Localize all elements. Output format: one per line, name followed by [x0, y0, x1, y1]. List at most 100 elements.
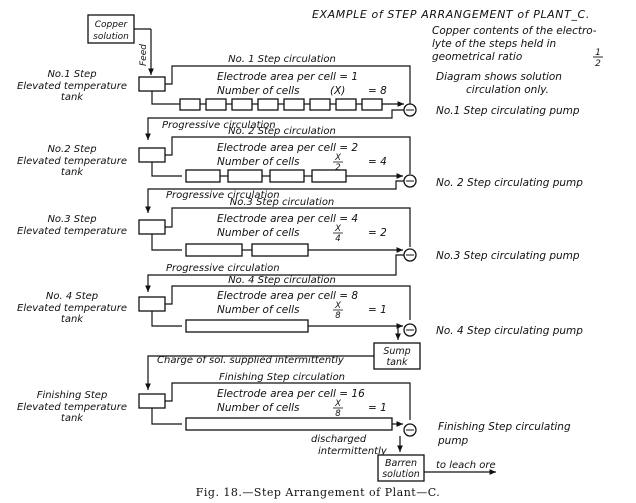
step-1-cells-fraction: (X)	[330, 85, 345, 97]
ratio-numerator: 1	[595, 48, 601, 58]
finishing-tank	[138, 393, 166, 409]
finishing-label-1: Finishing Step	[37, 390, 108, 401]
step-2-tank	[138, 147, 166, 163]
step-2-cells-denominator: 2	[335, 163, 340, 173]
discharged-label-1: discharged	[311, 434, 367, 445]
step-3-cell-inlet	[151, 234, 182, 251]
step-4-label-1: No. 4 Step	[46, 291, 98, 302]
step-1-return-line	[165, 65, 411, 104]
step-3-label-1: No.3 Step	[47, 214, 96, 225]
cell	[309, 98, 331, 111]
step-4-return-line	[165, 285, 411, 320]
cell	[251, 243, 309, 257]
step-4-area: Electrode area per cell = 8	[217, 290, 358, 302]
finishing-label-3: tank	[61, 413, 84, 424]
copper-solution-label-1: Copper	[95, 20, 129, 30]
step-2: No.2 Step Elevated temperature tank No. …	[17, 126, 583, 213]
step-2-return-line	[165, 136, 411, 174]
step-4-tank	[138, 296, 166, 312]
step-3: No.3 Step Elevated temperature No.3 Step…	[17, 197, 580, 292]
step-3-cells-label: Number of cells	[217, 227, 300, 239]
step-2-cells-numerator: X	[334, 153, 341, 163]
step-2-area: Electrode area per cell = 2	[217, 142, 358, 154]
step-3-return-line	[165, 207, 411, 247]
step-2-cells-label: Number of cells	[217, 156, 300, 168]
progressive-line-2	[145, 180, 404, 213]
note-line-1: Copper contents of the electro-	[432, 25, 597, 37]
cell	[185, 169, 221, 183]
step-1-area: Electrode area per cell = 1	[217, 71, 358, 83]
step-2-circulation-label: No. 2 Step circulation	[228, 126, 336, 137]
step-1-pump-label: No.1 Step circulating pump	[436, 105, 580, 117]
diagram-title: EXAMPLE of STEP ARRANGEMENT of PLANT_C.	[312, 8, 590, 21]
step-4-cells-denominator: 8	[335, 311, 341, 321]
step-4-pump-label: No. 4 Step circulating pump	[436, 325, 583, 337]
step-2-cells-value: = 4	[368, 156, 387, 168]
finishing-cells-value: = 1	[368, 402, 387, 414]
step-1-cells-label: Number of cells	[217, 85, 300, 97]
step-4-circulation-label: No. 4 Step circulation	[228, 275, 336, 286]
step-finishing: Finishing Step Elevated temperature tank…	[17, 372, 571, 482]
step-1: No.1 Step Elevated temperature tank No. …	[17, 54, 580, 140]
finishing-area: Electrode area per cell = 16	[217, 388, 365, 400]
step-1-cells-value: = 8	[368, 85, 387, 97]
finishing-pump-label-2: pump	[437, 435, 469, 447]
progressive-label-1: Progressive circulation	[162, 120, 276, 131]
cell	[361, 98, 383, 111]
discharged-label-2: intermittently	[318, 446, 388, 457]
finishing-cell	[185, 417, 393, 431]
step-1-cell-inlet	[151, 91, 176, 105]
progressive-line-3	[145, 254, 404, 292]
cell	[335, 98, 357, 111]
cell	[185, 243, 243, 257]
step-1-label-3: tank	[61, 92, 84, 103]
diagram-note-line-1: Diagram shows solution	[436, 71, 562, 83]
step-4-label-2: Elevated temperature	[17, 303, 127, 314]
charge-label: Charge of sol. supplied intermittently	[157, 355, 345, 366]
finishing-label-2: Elevated temperature	[17, 402, 127, 413]
cell	[231, 98, 253, 111]
step-1-tank	[138, 76, 166, 92]
barren-label-1: Barren	[385, 458, 417, 469]
finishing-cells-numerator: X	[334, 399, 341, 409]
cell	[227, 169, 263, 183]
step-2-pump-label: No. 2 Step circulating pump	[436, 177, 583, 189]
charge-line	[145, 355, 374, 390]
step-2-label-3: tank	[61, 167, 84, 178]
step-4-label-3: tank	[61, 314, 84, 325]
step-4-cell	[185, 319, 309, 333]
barren-solution-box	[377, 454, 425, 482]
finishing-return-line	[165, 382, 411, 420]
ratio-denominator: 2	[595, 59, 601, 69]
note-line-2: lyte of the steps held in	[432, 38, 556, 50]
step-3-cell-bank	[185, 243, 403, 257]
step-3-tank	[138, 219, 166, 235]
step-3-cells-denominator: 4	[335, 234, 340, 244]
feed-label: Feed	[139, 44, 149, 66]
cell	[179, 98, 201, 111]
progressive-label-3: Progressive circulation	[166, 263, 280, 274]
step-2-label-2: Elevated temperature	[17, 156, 127, 167]
cell	[283, 98, 305, 111]
note-line-3: geometrical ratio	[432, 51, 522, 63]
step-3-cells-value: = 2	[368, 227, 387, 239]
figure-caption: Fig. 18.—Step Arrangement of Plant—C.	[196, 486, 440, 499]
step-3-label-2: Elevated temperature	[17, 226, 127, 237]
step-2-cell-inlet	[151, 162, 182, 177]
step-3-area: Electrode area per cell = 4	[217, 213, 358, 225]
step-3-pump-label: No.3 Step circulating pump	[436, 250, 580, 262]
sump-tank-box	[373, 342, 421, 370]
progressive-line-1	[145, 109, 404, 140]
step-4-cells-value: = 1	[368, 304, 387, 316]
finishing-pump-label-1: Finishing Step circulating	[438, 421, 571, 433]
step-3-cells-numerator: X	[334, 224, 341, 234]
copper-solution-label-2: solution	[93, 32, 129, 42]
finishing-cells-denominator: 8	[335, 409, 341, 419]
finishing-cell-inlet	[151, 408, 182, 425]
step-4: No. 4 Step Elevated temperature tank No.…	[17, 275, 583, 390]
progressive-label-2: Progressive circulation	[166, 190, 280, 201]
cell	[205, 98, 227, 111]
step-2-cell-bank	[185, 169, 403, 183]
cell	[311, 169, 347, 183]
